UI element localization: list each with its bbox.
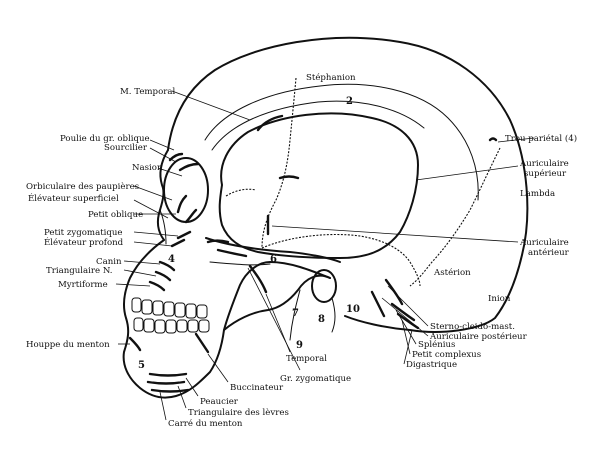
label-petit-complexus: Petit complexus [412, 350, 481, 360]
label-sterno: Sterno-cleido-mast. [430, 322, 515, 332]
label-sourcilier: Sourcilier [104, 143, 148, 153]
label-nasion: Nasion [132, 163, 163, 173]
label-lambda: Lambda [520, 189, 555, 199]
label-elevateur-prof: Élévateur profond [44, 236, 124, 248]
diagram-numbers: 2 4 5 6 7 8 9 10 [138, 96, 360, 371]
temporal-line [204, 83, 479, 201]
styloid-process [289, 289, 301, 341]
label-auric-post: Auriculaire postérieur [429, 331, 528, 342]
label-triangulaire-n: Triangulaire N. [46, 266, 113, 276]
label-triangulaire-levres: Triangulaire des lèvres [188, 407, 289, 418]
label-orbiculaire: Orbiculaire des paupières [26, 181, 139, 192]
zygomatic-arch [205, 237, 341, 263]
nasal-bone [159, 209, 167, 245]
diagram-labels: M. Temporal Stéphanion Poulie du gr. obl… [26, 72, 577, 429]
number-7: 7 [292, 308, 299, 319]
label-myrtiforme: Myrtiforme [58, 280, 108, 290]
zygoma-lower [209, 261, 271, 266]
number-9: 9 [296, 340, 303, 351]
number-10: 10 [346, 304, 360, 315]
temporal-fossa [218, 112, 419, 259]
temporal-line-2 [211, 100, 425, 151]
label-gr-zygomatique: Gr. zygomatique [280, 374, 351, 384]
label-digastrique: Digastrique [406, 360, 457, 370]
label-poulie: Poulie du gr. oblique [60, 134, 150, 144]
label-splenius: Splénius [418, 339, 455, 350]
label-auric-ant-1: Auriculaire [519, 238, 569, 248]
label-auric-sup-1: Auriculaire [519, 159, 569, 169]
cranium-outline [167, 36, 529, 333]
label-houppe: Houppe du menton [26, 340, 110, 350]
label-inion: Inion [488, 294, 511, 304]
insertion-marks [128, 114, 498, 393]
lambdoid-suture [409, 147, 501, 287]
squamous-suture [261, 233, 421, 287]
label-m-temporal: M. Temporal [120, 87, 175, 97]
face-outline [122, 239, 331, 399]
label-petit-zygomatique: Petit zygomatique [44, 228, 123, 238]
mandible-ramus [223, 274, 331, 331]
label-canin: Canin [96, 257, 122, 267]
number-4: 4 [168, 254, 175, 265]
label-auric-sup-2: supérieur [524, 168, 567, 179]
label-buccinateur: Buccinateur [230, 383, 284, 393]
frontozygomatic-suture [225, 188, 257, 197]
upper-teeth [131, 297, 208, 319]
label-elevateur-sup: Élévateur superficiel [28, 192, 119, 204]
mastoid-ear [311, 269, 337, 303]
mastoid-process [331, 297, 336, 333]
label-stephanion: Stéphanion [306, 72, 356, 83]
label-peaucier: Peaucier [200, 397, 239, 407]
label-temporal-bone: Temporal [286, 354, 327, 364]
leader-lines [115, 90, 535, 421]
number-6: 6 [270, 254, 277, 265]
number-2: 2 [346, 96, 353, 107]
label-auric-ant-2: antérieur [528, 247, 570, 258]
number-8: 8 [318, 314, 325, 325]
lower-teeth [133, 317, 210, 334]
coronal-suture [261, 77, 297, 249]
label-carre-menton: Carré du menton [168, 418, 243, 429]
label-petit-oblique: Petit oblique [88, 210, 143, 220]
label-asterion: Astérion [433, 267, 471, 278]
number-5: 5 [138, 360, 145, 371]
label-trou-parietal: Trou pariétal (4) [505, 133, 577, 144]
